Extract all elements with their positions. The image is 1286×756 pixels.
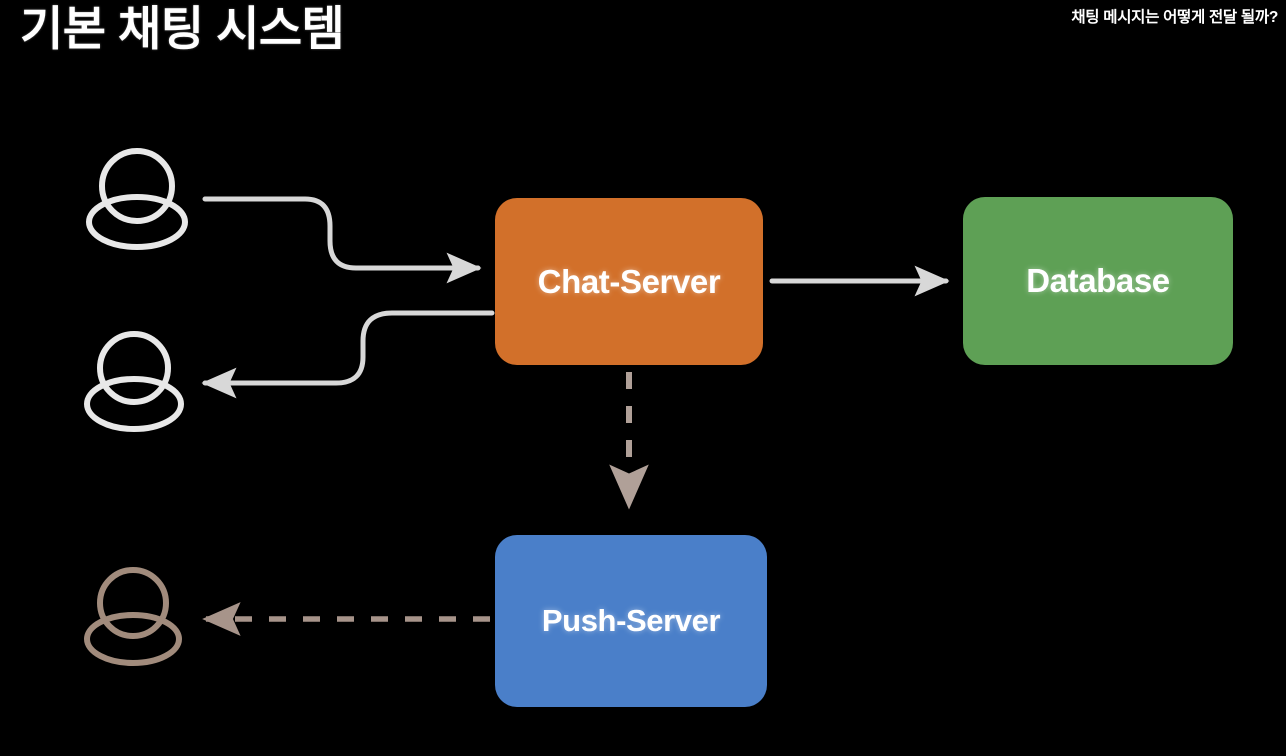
user-icon-sender [86, 148, 188, 250]
node-chat-server-label: Chat-Server [537, 262, 721, 300]
node-push-server-label: Push-Server [541, 603, 721, 638]
edge-sender-to-chat-server [202, 196, 482, 284]
page-title: 기본 채팅 시스템 [20, 2, 345, 55]
node-chat-server[interactable]: Chat-Server [495, 198, 763, 365]
edge-chat-server-to-receiver [201, 310, 495, 399]
node-database-label: Database [1026, 262, 1170, 299]
node-database[interactable]: Database [963, 197, 1233, 365]
slide-subtitle: 채팅 메시지는 어떻게 전달 될까? [1071, 9, 1278, 26]
node-push-server[interactable]: Push-Server [495, 535, 767, 707]
user-icon-receiver [84, 331, 184, 432]
user-icon-push-target [84, 567, 182, 666]
